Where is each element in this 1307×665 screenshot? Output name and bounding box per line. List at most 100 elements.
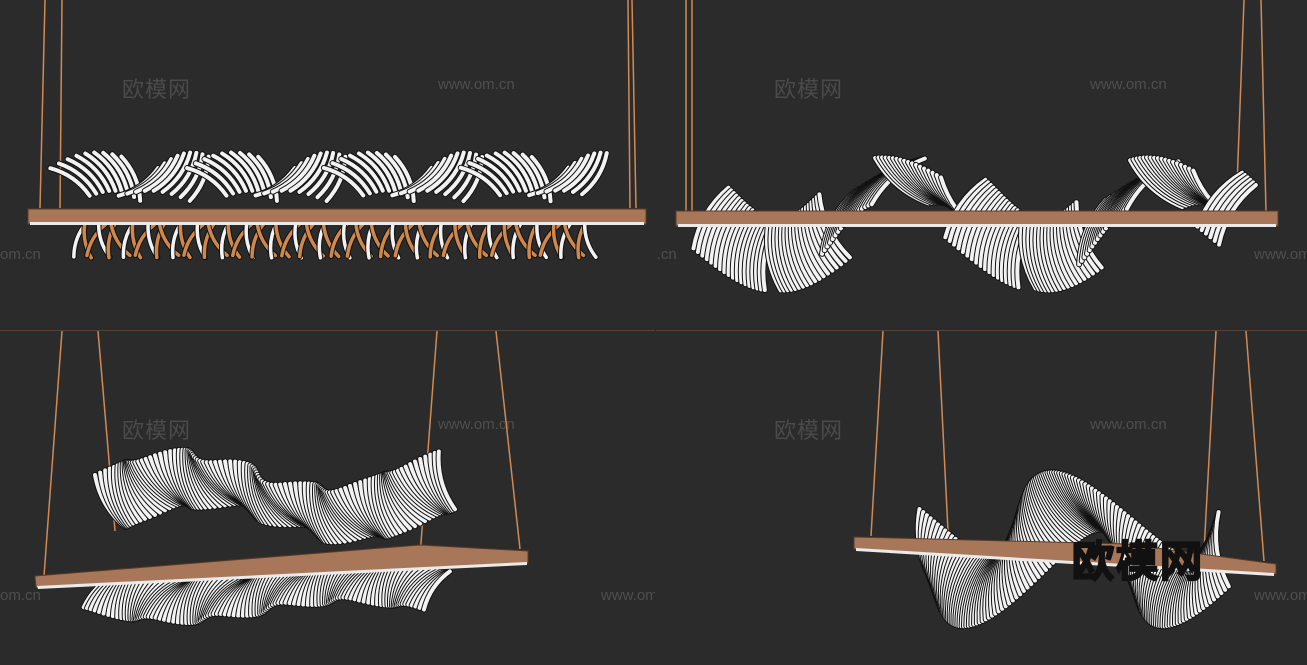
- feather-blade: [160, 150, 193, 194]
- feather-blade: [718, 201, 747, 272]
- light-frame: [34, 544, 529, 588]
- feather-blade: [1214, 510, 1231, 589]
- watermark-cn: 欧模网: [774, 78, 844, 103]
- watermark-url: www.om.cn: [1090, 416, 1167, 433]
- feather-blade: [106, 220, 118, 260]
- feather-blade: [465, 222, 489, 258]
- feather-blade: [297, 221, 316, 259]
- feather-blade: [553, 153, 590, 193]
- feather-blade: [85, 222, 108, 258]
- feather-blade: [443, 151, 472, 197]
- feather-blade: [393, 222, 415, 258]
- feather-blade: [74, 153, 112, 193]
- watermark-url: www.om.cn: [1254, 246, 1307, 263]
- feather-blade: [48, 166, 92, 198]
- feather-blade: [421, 569, 452, 612]
- feather-blade: [185, 166, 229, 198]
- feather-blade: [462, 220, 474, 260]
- feather-blade: [764, 219, 783, 293]
- chandelier-front-render: [27, 0, 647, 261]
- feather-blade: [202, 220, 217, 260]
- feather-blade: [775, 218, 794, 292]
- suspension-wire: [631, 0, 637, 209]
- feather-blade: [130, 220, 143, 260]
- divider-horizontal: [0, 330, 1307, 331]
- feather-blade: [476, 156, 516, 194]
- feather-blade: [458, 165, 503, 198]
- light-frame: [853, 536, 1277, 575]
- feather-blade: [441, 222, 464, 258]
- chandelier-braided-angled-render: [853, 331, 1277, 630]
- feather-blade: [119, 154, 143, 203]
- feather-blade: [978, 198, 1009, 268]
- light-strip: [678, 224, 1276, 227]
- feather-blade: [580, 151, 609, 197]
- feather-blade: [713, 198, 744, 268]
- suspension-wire: [43, 331, 63, 577]
- feather-blade: [393, 154, 416, 204]
- suspension-wire: [1245, 331, 1265, 562]
- feather-blade: [65, 157, 105, 194]
- feather-blade: [538, 222, 562, 258]
- viewport-angled-right[interactable]: 欧模网 www.om.cn www.om.cn 欧模网: [656, 331, 1307, 665]
- feather-blade: [321, 221, 341, 259]
- feather-blade: [169, 150, 199, 196]
- feather-blade: [279, 153, 317, 193]
- feather-blade: [321, 165, 366, 198]
- feather-blade: [434, 150, 466, 194]
- watermark-url: www.om.cn: [438, 416, 515, 433]
- feather-blade: [809, 200, 839, 270]
- suspension-wire: [495, 331, 521, 550]
- viewport-angled-left[interactable]: 欧模网 www.om.cn om.cn www.om.cn: [0, 331, 655, 665]
- feather-blade: [943, 177, 988, 240]
- viewport-front[interactable]: 欧模网 www.om.cn om.cn: [0, 0, 655, 330]
- suspension-wire: [870, 331, 884, 537]
- feather-blade: [535, 220, 549, 260]
- light-frame: [27, 208, 647, 225]
- feather-blade: [270, 156, 310, 194]
- feather-blade: [768, 219, 787, 293]
- feather-blade: [178, 220, 192, 260]
- divider-vertical: [655, 0, 656, 665]
- feather-blade: [83, 151, 118, 193]
- feather-blade: [202, 157, 242, 194]
- feather-blade: [812, 197, 844, 267]
- feather-blade: [407, 156, 447, 194]
- feather-blade: [256, 154, 279, 203]
- feather-blade: [416, 153, 454, 193]
- feather-blade: [220, 151, 255, 193]
- feather-blade: [502, 150, 535, 194]
- feather-blade: [571, 150, 603, 194]
- feather-blade: [206, 222, 229, 258]
- feather-blade: [369, 222, 390, 258]
- watermark-url: www.om.cn: [656, 246, 677, 263]
- viewport-perspective-top[interactable]: 欧模网 www.om.cn www.om.cn www.om.cn: [656, 0, 1307, 330]
- feather-blade: [529, 155, 553, 204]
- watermark-url: www.om.cn: [1090, 76, 1167, 93]
- feather-blade: [133, 222, 157, 258]
- feather-blade: [193, 161, 236, 196]
- feather-blade: [297, 150, 329, 194]
- feather-blade: [211, 153, 248, 193]
- feather-blade: [348, 153, 385, 193]
- feather-blade: [92, 150, 124, 194]
- feather-blade: [1040, 218, 1059, 292]
- feather-blade: [356, 151, 392, 193]
- light-strip: [856, 548, 1274, 576]
- feather-blade: [306, 150, 336, 197]
- feather-blade: [154, 220, 167, 260]
- feather-blade: [288, 151, 323, 193]
- feather-blade: [487, 220, 499, 260]
- feather-blade: [484, 153, 522, 193]
- feather-blade: [1036, 219, 1055, 293]
- watermark-url: www.om.cn: [1254, 587, 1307, 604]
- feather-blade: [142, 153, 180, 193]
- watermark-url: www.om.cn: [601, 587, 655, 604]
- feather-blade: [151, 151, 186, 193]
- feather-blade: [157, 222, 181, 258]
- feather-blade: [345, 222, 366, 258]
- chandelier-braided-render: [675, 0, 1279, 294]
- feather-blade: [1033, 219, 1052, 293]
- feather-blade: [511, 220, 524, 260]
- feather-blade: [771, 219, 790, 293]
